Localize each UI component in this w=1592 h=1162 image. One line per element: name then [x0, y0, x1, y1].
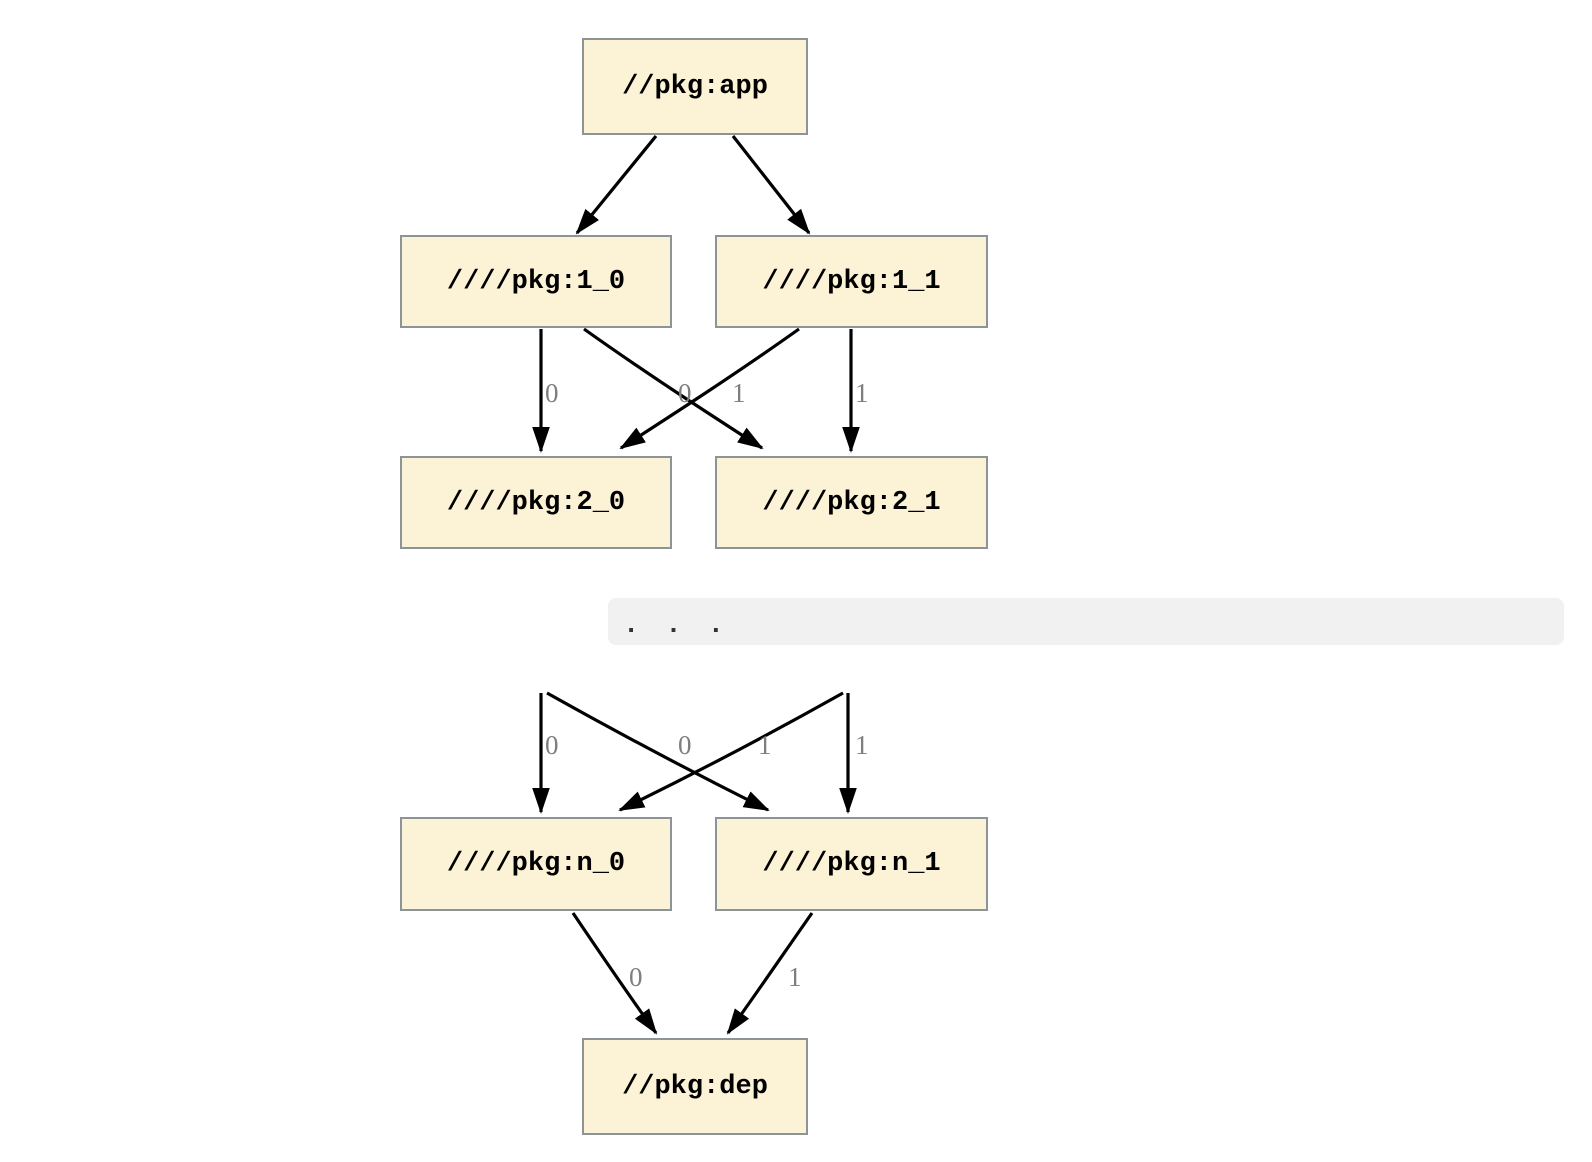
edge-label-prev-to-n_0: 0	[545, 730, 559, 760]
edge-app-to-1_1	[731, 135, 811, 235]
node-label: ////pkg:2_1	[762, 487, 941, 518]
node-label: ////pkg:1_0	[446, 266, 626, 297]
edge-label-prev-to-n_1: 1	[855, 730, 869, 760]
edge-label-1_1-to-2_1: 1	[855, 378, 869, 408]
node-pkg-1_1: ////pkg:1_1	[715, 235, 988, 328]
node-pkg-dep: //pkg:dep	[582, 1038, 808, 1135]
node-pkg-2_1: ////pkg:2_1	[715, 456, 988, 549]
edge-app-to-1_0	[575, 134, 658, 235]
edge-1_0-to-2_1	[583, 327, 764, 450]
edge-label-1_1-to-2_0: 0	[678, 378, 692, 408]
edge-label-n_1-to-dep: 1	[788, 962, 802, 992]
node-pkg-app: //pkg:app	[582, 38, 808, 135]
edge-1_1-to-2_0	[619, 327, 800, 450]
node-label: ////pkg:1_1	[762, 266, 941, 297]
edge-label-1_0-to-2_1: 1	[732, 378, 746, 408]
node-label: ////pkg:n_0	[446, 849, 626, 879]
node-pkg-2_0: ////pkg:2_0	[400, 456, 672, 549]
node-pkg-n_0: ////pkg:n_0	[400, 817, 672, 911]
edge-label-prev-cross-to-n_1: 1	[758, 730, 772, 760]
edge-label-n_0-to-dep: 0	[629, 962, 643, 992]
node-label: //pkg:dep	[622, 1071, 768, 1102]
ellipsis-dots: . . .	[623, 611, 730, 641]
edge-label-1_0-to-2_0: 0	[545, 378, 559, 408]
node-label: ////pkg:n_1	[762, 849, 941, 879]
edge-n_1-to-dep	[726, 912, 814, 1035]
omitted-levels-band: . . .	[608, 598, 1564, 645]
node-label: ////pkg:2_0	[446, 487, 626, 518]
edge-label-prev-cross-to-n_0: 0	[678, 730, 692, 760]
edge-n_0-to-dep	[571, 912, 658, 1035]
node-pkg-1_0: ////pkg:1_0	[400, 235, 672, 328]
node-label: //pkg:app	[622, 71, 768, 102]
node-pkg-n_1: ////pkg:n_1	[715, 817, 988, 911]
edge-prev-cross-to-n_0	[618, 691, 844, 812]
edge-prev-cross-to-n_1	[546, 691, 770, 812]
